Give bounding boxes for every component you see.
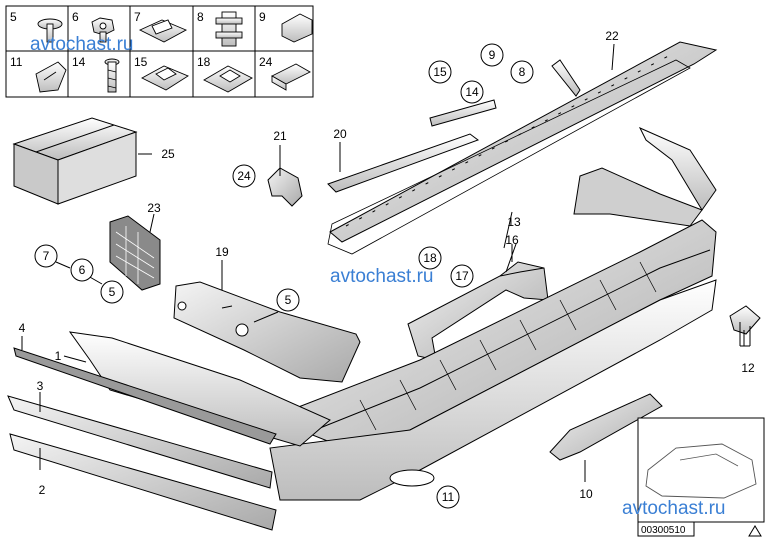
callout-17: 17 (455, 269, 469, 283)
bumper-support-part (173, 281, 361, 383)
nut-icon (91, 17, 115, 43)
watermark-top: avtochast.ru (30, 34, 134, 55)
callout-5b: 5 (285, 293, 292, 307)
bolt-icon (104, 58, 120, 93)
callout-14: 14 (465, 85, 479, 99)
callout-circle-5b (276, 288, 300, 312)
callout-10: 10 (579, 487, 593, 501)
callout-19: 19 (215, 245, 229, 259)
callout-25: 25 (161, 147, 175, 161)
callout-circle-9 (480, 43, 504, 67)
grid-label-7: 7 (134, 10, 141, 24)
callout-circle-15 (428, 60, 452, 84)
bumper-carrier-part (268, 126, 717, 501)
callout-circle-24 (232, 164, 256, 188)
callout-circle-6 (70, 258, 94, 282)
expansion-nut-icon (203, 65, 253, 93)
callout-15: 15 (433, 65, 447, 79)
grid-label-15: 15 (134, 55, 148, 69)
callout-16: 16 (505, 233, 519, 247)
callout-4: 4 (19, 321, 26, 335)
callout-22: 22 (605, 29, 619, 43)
bumper-moulding-lower-part (9, 433, 277, 531)
callout-20: 20 (333, 127, 347, 141)
speed-nut-icon (141, 65, 189, 91)
grille-part (109, 215, 161, 291)
retainer-clip-icon (35, 61, 67, 93)
callout-circle-8 (510, 60, 534, 84)
callout-6: 6 (79, 263, 86, 277)
callout-21: 21 (273, 129, 287, 143)
foam-pad-icon (271, 63, 311, 91)
callout-18: 18 (423, 251, 437, 265)
diagram-code-box (637, 521, 695, 537)
rubber-buffer-icon (281, 13, 313, 43)
watermark-center: avtochast.ru (330, 266, 434, 287)
bracket-clip-icon (215, 11, 243, 47)
box-part (12, 117, 138, 205)
diagram-code: 00300510 (641, 525, 686, 536)
callout-circle-14 (460, 80, 484, 104)
grid-label-11: 11 (10, 55, 23, 69)
trunk-trim-strip-part (329, 41, 718, 243)
callout-11: 11 (442, 490, 455, 504)
bumper-moulding-middle-part (7, 395, 273, 489)
car-thumbnail (637, 417, 765, 523)
grid-label-18: 18 (197, 55, 211, 69)
callout-circle-5a (100, 280, 124, 304)
trunk-lining-part (327, 59, 691, 255)
bumper-lower-bracket-part (549, 393, 663, 461)
grid-label-14: 14 (72, 55, 86, 69)
clip-nut-icon (138, 19, 188, 43)
rubber-strip-part (327, 133, 480, 193)
callout-circle-17 (450, 264, 474, 288)
callout-circle-7 (34, 244, 58, 268)
callout-9: 9 (489, 48, 496, 62)
callout-7: 7 (43, 249, 50, 263)
grid-label-8: 8 (197, 10, 204, 24)
screw-icon (37, 18, 63, 43)
grid-label-6: 6 (72, 10, 79, 24)
callout-8: 8 (519, 65, 526, 79)
grid-label-9: 9 (259, 10, 266, 24)
callout-24: 24 (237, 169, 251, 183)
callout-23: 23 (147, 201, 161, 215)
warning-triangle-icon (748, 525, 762, 537)
small-parts-grid (5, 5, 314, 98)
bumper-moulding-upper-part (13, 347, 277, 445)
bumper-bracket-part (267, 167, 303, 207)
callout-13: 13 (507, 215, 521, 229)
callout-3: 3 (37, 379, 44, 393)
callout-labels: 7 6 5 24 15 9 8 14 5 18 17 11 25 23 19 2… (19, 29, 755, 504)
grid-label-24: 24 (259, 55, 273, 69)
seal-strip-part (429, 99, 497, 127)
grid-label-5: 5 (10, 10, 17, 24)
callout-1: 1 (55, 349, 62, 363)
callout-5a: 5 (109, 285, 116, 299)
callout-12: 12 (741, 361, 755, 375)
callout-circle-18 (418, 246, 442, 270)
cover-plug-part (729, 305, 761, 335)
callout-circle-11 (436, 485, 460, 509)
bumper-side-panel-part (68, 331, 331, 447)
leader-lines (21, 43, 751, 482)
watermark-bottom: avtochast.ru (622, 498, 726, 519)
grid-label-group: 5 6 7 8 9 11 14 15 18 24 (10, 10, 273, 69)
callout-2: 2 (39, 483, 46, 497)
